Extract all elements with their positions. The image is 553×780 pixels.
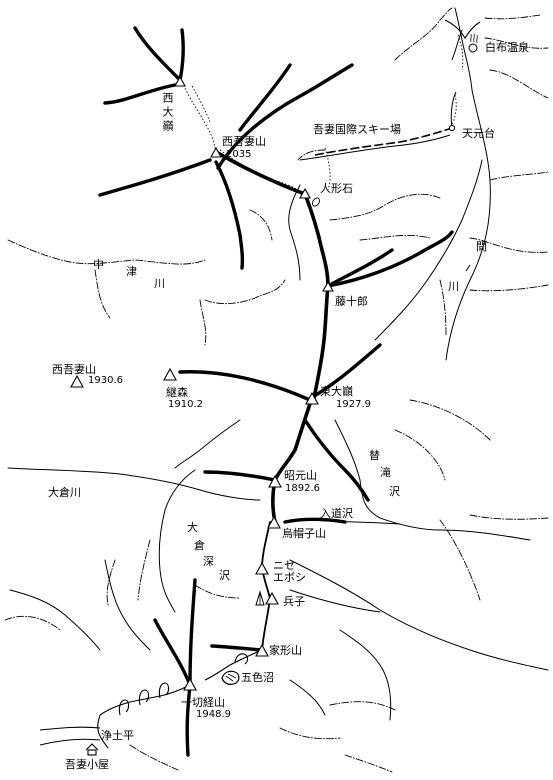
kaetaki-arrow-icon — [465, 264, 471, 272]
summit-shogen — [268, 474, 282, 488]
label-ningyoishi: 人形石 — [320, 182, 353, 195]
label-okura-fuka-2: 倉 — [194, 539, 205, 552]
map-symbols — [85, 33, 478, 756]
ridges — [98, 26, 454, 757]
label-iridozawa: 入道沢 — [320, 507, 353, 520]
summit-markers — [70, 75, 334, 691]
label-nise-eboshi: ニセ エボシ — [273, 559, 306, 584]
summit-hyogo — [265, 591, 279, 605]
summit-nishi-azuma-upper — [210, 146, 222, 158]
rivers — [7, 7, 549, 721]
ski-area-lines — [299, 19, 481, 161]
label-kaetaki-1: 替 — [369, 449, 380, 462]
label-nishi-azuma-upper: 西吾妻山 — [222, 135, 266, 148]
label-okura-river: 大倉川 — [48, 486, 81, 499]
label-ski-area: 吾妻国際スキー場 — [313, 123, 401, 136]
label-kaimori: 継森 — [166, 386, 188, 399]
label-nakatsu-3: 川 — [154, 277, 165, 290]
summit-ningyoishi — [299, 187, 311, 199]
elev-shogen: 1892.6 — [284, 483, 321, 494]
onsen-icon — [468, 33, 478, 53]
elev-nishi-azuma-lower: 1930.6 — [87, 375, 124, 386]
dotted-trails — [181, 34, 464, 195]
ningyoishi-rock-icon — [311, 197, 321, 207]
label-hyogo: 兵子 — [283, 595, 305, 608]
label-shogen: 昭元山 — [284, 469, 317, 482]
hyogo-rock-icon — [255, 590, 265, 606]
tengendai-marker-icon — [448, 124, 456, 132]
label-nakatsu-1: 中 — [93, 258, 104, 271]
label-okura-fuka-1: 大 — [187, 521, 198, 534]
summit-fujijuro — [322, 280, 334, 292]
hut-icon — [85, 743, 99, 756]
label-okura-fuka-4: 沢 — [219, 569, 230, 582]
label-ai-2: 川 — [448, 280, 459, 293]
label-azuma-hut: 吾妻小屋 — [65, 758, 109, 771]
label-jododaira: 浄土平 — [101, 729, 134, 742]
goshikinuma-pond — [221, 670, 240, 685]
label-nakatsu-2: 津 — [126, 265, 137, 278]
label-eboshi: 烏帽子山 — [282, 527, 326, 540]
label-ai-1: 間 — [476, 240, 487, 253]
summit-eboshi — [267, 515, 281, 529]
label-iekata: 家形山 — [269, 644, 302, 657]
elev-nishi-azuma-upper: 2035 — [226, 149, 252, 160]
elev-issaikyo: 1948.9 — [196, 709, 231, 720]
elev-kaimori: 1910.2 — [168, 399, 203, 410]
summit-nishi-azuma-lower — [70, 374, 84, 388]
main-trail — [204, 150, 330, 681]
elev-higashi-daiten: 1927.9 — [336, 399, 371, 410]
wavy-paths — [39, 653, 249, 749]
summit-nishi-daiten — [174, 75, 186, 87]
summit-nise-eboshi — [255, 561, 269, 575]
label-kaetaki-2: 滝 — [380, 466, 391, 479]
label-tengendai: 天元台 — [462, 127, 495, 140]
label-nishi-daiten: 西大巓 — [161, 92, 174, 134]
label-higashi-daiten: 東大巓 — [320, 385, 353, 398]
streams — [4, 7, 549, 773]
label-goshikinuma: 五色沼 — [241, 671, 274, 684]
summit-issaikyo — [183, 677, 197, 691]
label-issaikyo: 一切経山 — [181, 696, 225, 709]
label-fujijuro: 藤十郎 — [335, 295, 368, 308]
label-shirabu-onsen: 白布温泉 — [485, 41, 529, 54]
label-kaetaki-3: 沢 — [389, 485, 400, 498]
summit-iekata — [255, 643, 269, 657]
label-okura-fuka-3: 深 — [203, 555, 214, 568]
summit-higashi-daiten — [305, 391, 319, 405]
summit-kaimori — [163, 367, 177, 381]
label-nishi-azuma-lower: 西吾妻山 — [52, 363, 96, 376]
